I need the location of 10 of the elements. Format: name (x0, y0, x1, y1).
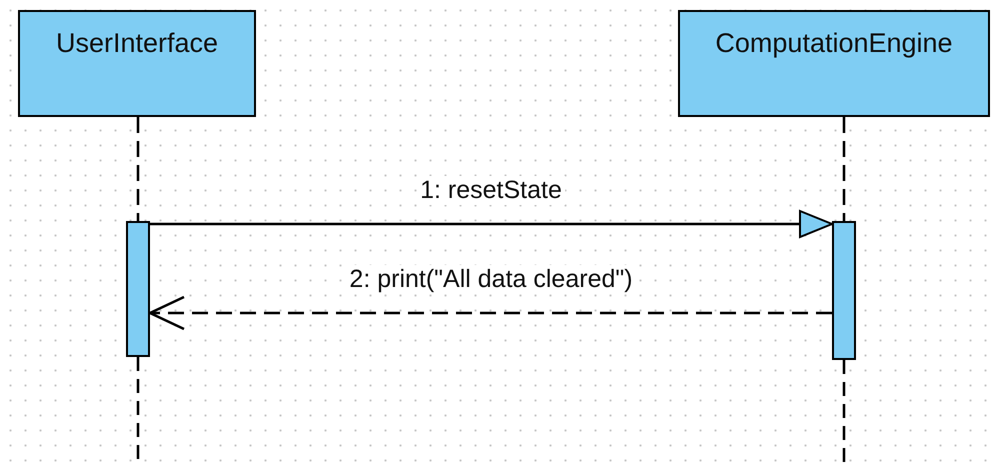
lifeline (842, 117, 846, 221)
participant-box (678, 10, 990, 117)
message-arrow (148, 296, 832, 330)
message-arrow (150, 210, 833, 238)
lifeline (136, 117, 140, 221)
activation-bar (126, 221, 150, 357)
participant-box (18, 10, 256, 117)
participant-name: ComputationEngine (715, 28, 953, 59)
participant-name: UserInterface (56, 28, 218, 59)
activation-bar (832, 221, 856, 360)
